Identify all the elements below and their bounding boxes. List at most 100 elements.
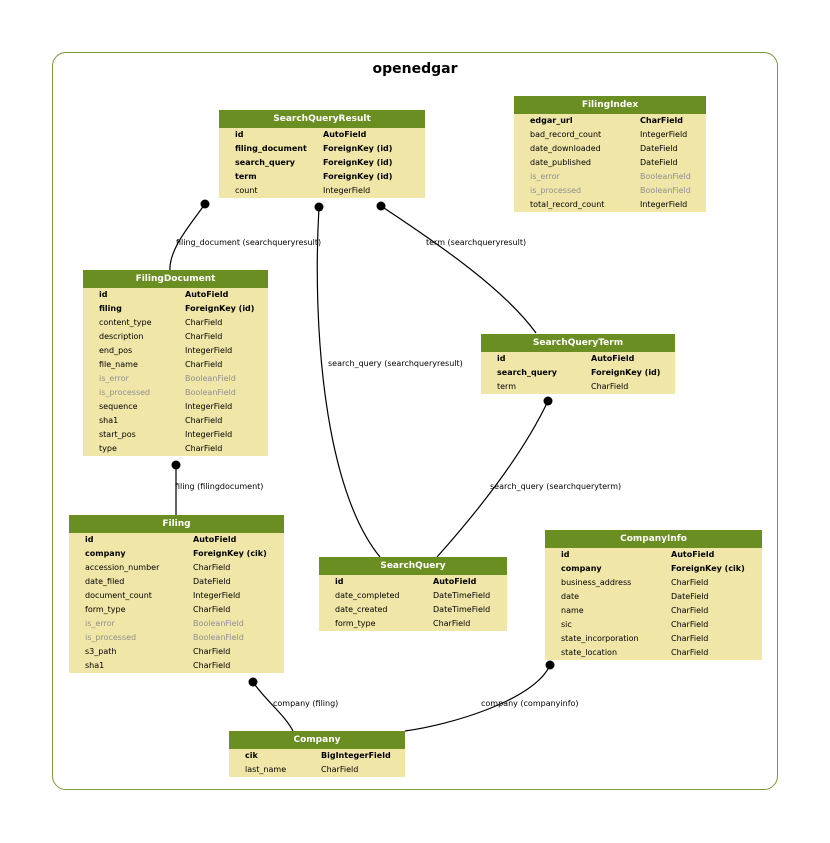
field-type: CharField <box>193 647 231 656</box>
field-name: name <box>561 606 584 615</box>
field-type: CharField <box>185 318 223 327</box>
edge-label-term: term (searchqueryresult) <box>426 238 526 247</box>
field-row: state_incorporation CharField <box>545 632 762 646</box>
edge-endpoint-dot <box>248 677 258 687</box>
edge-endpoint-dot <box>545 660 555 670</box>
field-name: id <box>497 354 506 363</box>
field-name: date_filed <box>85 577 125 586</box>
edge-company-info <box>404 664 551 732</box>
field-name: filing <box>99 304 122 313</box>
edge-endpoint-dot <box>376 201 386 211</box>
model-header: FilingDocument <box>83 270 268 288</box>
edge-company-filing <box>252 681 294 732</box>
edge-filing-document <box>169 203 206 273</box>
model-header: SearchQueryTerm <box>481 334 675 352</box>
field-row: is_error BooleanField <box>69 617 284 631</box>
field-name: is_error <box>85 619 115 628</box>
field-name: state_incorporation <box>561 634 639 643</box>
field-name: type <box>99 444 117 453</box>
field-name: is_processed <box>85 633 137 642</box>
field-name: form_type <box>85 605 126 614</box>
field-name: count <box>235 186 258 195</box>
field-type: AutoField <box>185 290 229 299</box>
field-type: ForeignKey (cik) <box>671 564 745 573</box>
field-name: description <box>99 332 144 341</box>
field-type: CharField <box>671 620 709 629</box>
edge-label-search-query-term: search_query (searchqueryterm) <box>490 482 621 491</box>
model-header: Filing <box>69 515 284 533</box>
field-name: date_downloaded <box>530 144 601 153</box>
edge-label-filing-document: filing_document (searchqueryresult) <box>176 238 321 247</box>
model-header: CompanyInfo <box>545 530 762 548</box>
field-type: BooleanField <box>185 374 236 383</box>
cluster-title: openedgar <box>372 61 458 77</box>
field-type: AutoField <box>193 535 237 544</box>
field-name: end_pos <box>99 346 133 355</box>
field-type: CharField <box>193 563 231 572</box>
field-type: IntegerField <box>185 402 233 411</box>
field-type: IntegerField <box>185 430 233 439</box>
field-type: CharField <box>185 444 223 453</box>
field-row: date_created DateTimeField <box>319 603 507 617</box>
field-type: DateField <box>671 592 709 601</box>
field-row: date_filed DateField <box>69 575 284 589</box>
field-type: BooleanField <box>193 619 244 628</box>
field-name: term <box>497 382 516 391</box>
field-type: IntegerField <box>185 346 233 355</box>
field-name: date_completed <box>335 591 400 600</box>
field-name: sha1 <box>85 661 105 670</box>
edge-endpoint-dot <box>200 199 210 209</box>
field-name: company <box>85 549 126 558</box>
field-name: is_processed <box>530 186 582 195</box>
field-type: CharField <box>185 360 223 369</box>
openedgar-app-cluster: openedgar <box>52 52 778 790</box>
field-type: DateField <box>193 577 231 586</box>
field-type: CharField <box>193 605 231 614</box>
model-header: Company <box>229 731 405 749</box>
field-row: filing ForeignKey (id) <box>83 302 268 316</box>
field-name: search_query <box>235 158 295 167</box>
field-name: sic <box>561 620 572 629</box>
edge-label-company-filing: company (filing) <box>273 699 338 708</box>
field-name: id <box>335 577 344 586</box>
field-type: BooleanField <box>640 172 691 181</box>
field-name: cik <box>245 751 258 760</box>
field-type: CharField <box>671 634 709 643</box>
field-name: filing_document <box>235 144 307 153</box>
field-type: DateTimeField <box>433 605 491 614</box>
field-row: type CharField <box>83 442 268 456</box>
field-type: ForeignKey (id) <box>185 304 255 313</box>
edge-term <box>380 205 537 334</box>
field-type: IntegerField <box>640 130 688 139</box>
field-name: date_created <box>335 605 388 614</box>
field-row: sic CharField <box>545 618 762 632</box>
field-type: DateField <box>640 158 678 167</box>
field-name: start_pos <box>99 430 136 439</box>
field-name: edgar_url <box>530 116 573 125</box>
